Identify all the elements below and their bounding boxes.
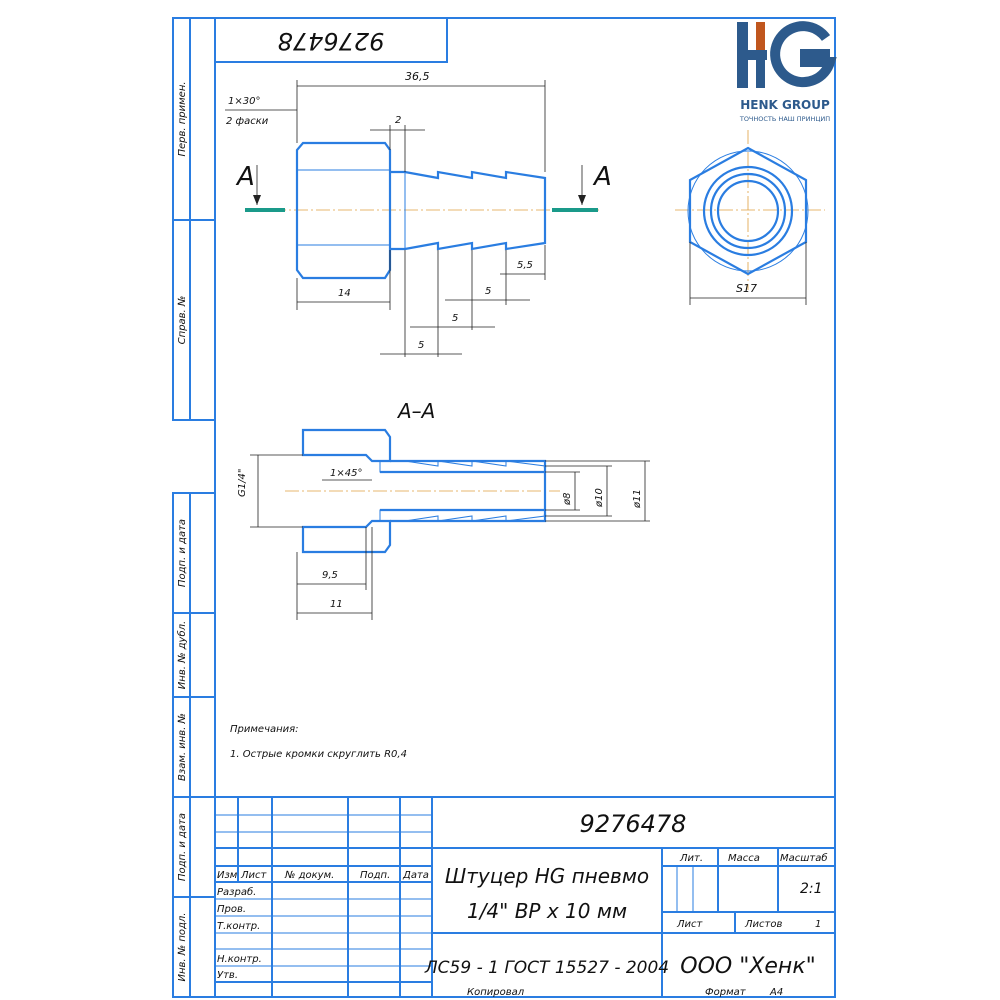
scale-value: 2:1 [800, 881, 823, 897]
dim-across-flats: S17 [736, 282, 757, 295]
section-title: А–А [396, 399, 435, 423]
header-doc: № докум. [284, 870, 334, 881]
dim-overall: 36,5 [405, 70, 430, 83]
scale-label: Масштаб [780, 852, 828, 864]
section-mark-right: A [592, 162, 612, 192]
part-name-line2: 1/4" ВР х 10 мм [467, 899, 627, 923]
dim-groove: 2 [395, 115, 401, 126]
dim-d8: ø8 [562, 493, 573, 506]
side-label: Перв. примен. [177, 81, 188, 156]
material: ЛС59 - 1 ГОСТ 15527 - 2004 [424, 958, 669, 978]
header-list: Лист [240, 870, 268, 881]
dim-d11: ø11 [632, 489, 643, 509]
henk-group-logo: HENK GROUP ТОЧНОСТЬ НАШ ПРИНЦИП [737, 21, 837, 123]
header-sign: Подп. [360, 870, 390, 881]
dim-d10: ø10 [594, 488, 605, 508]
role: Разраб. [217, 886, 256, 898]
dim-chamfer-note: 2 фаски [226, 116, 269, 127]
dim-tip: 5,5 [517, 260, 533, 271]
section-mark-left: A [235, 162, 255, 192]
logo-name: HENK GROUP [740, 98, 830, 112]
role: Утв. [217, 970, 238, 981]
format-value: A4 [769, 987, 783, 998]
dim-thread: G1/4" [237, 469, 248, 497]
section-view: А–А G1/4" 1×45° ø8 ø10 ø11 9,5 11 [237, 399, 650, 620]
drawing-frame [214, 17, 836, 998]
side-label: Подп. и дата [177, 813, 188, 881]
dim-inner-chamfer: 1×45° [330, 468, 362, 479]
role: Пров. [217, 904, 246, 915]
side-label: Инв. № подл. [177, 913, 188, 982]
company: ООО "Хенк" [680, 954, 815, 979]
sheets-label: Листов [744, 919, 782, 930]
dim-depth-1: 9,5 [322, 570, 338, 581]
logo-slogan: ТОЧНОСТЬ НАШ ПРИНЦИП [739, 115, 830, 123]
header-izm: Изм [217, 870, 238, 881]
role: Н.контр. [217, 954, 262, 965]
lit-label: Лит. [679, 853, 703, 864]
dim-chamfer: 1×30° [228, 96, 260, 107]
dim-step: 5 [418, 340, 424, 351]
mass-label: Масса [728, 853, 760, 864]
role: Т.контр. [217, 921, 260, 932]
doc-number: 9276478 [580, 810, 687, 838]
copied-label: Копировал [467, 987, 525, 998]
sheet-label: Лист [676, 919, 704, 930]
notes-title: Примечания: [230, 724, 299, 735]
dim-step: 5 [485, 286, 491, 297]
title-block: 9276478 Штуцер HG пневмо 1/4" ВР х 10 мм… [215, 796, 835, 998]
header-date: Дата [402, 870, 429, 881]
dim-step: 5 [452, 313, 458, 324]
dim-hex-length: 14 [338, 288, 351, 299]
dim-depth-2: 11 [330, 599, 343, 610]
part-name-line1: Штуцер HG пневмо [445, 864, 649, 888]
format-label: Формат [705, 987, 747, 998]
side-view: S17 [675, 130, 825, 305]
side-label: Взам. инв. № [177, 713, 188, 781]
side-strip: Перв. примен. Справ. № Подп. и дата Инв.… [172, 17, 216, 998]
side-label: Подп. и дата [177, 519, 188, 587]
side-label: Справ. № [177, 296, 188, 345]
top-stamp-code: 9276478 [278, 27, 385, 55]
side-label: Инв. № дубл. [176, 621, 188, 689]
sheets-count: 1 [815, 919, 821, 930]
note-item: 1. Острые кромки скруглить R0,4 [230, 749, 407, 760]
front-view: A A 36,5 1×30° 2 фаски 2 14 5,5 5 5 5 [225, 70, 612, 357]
